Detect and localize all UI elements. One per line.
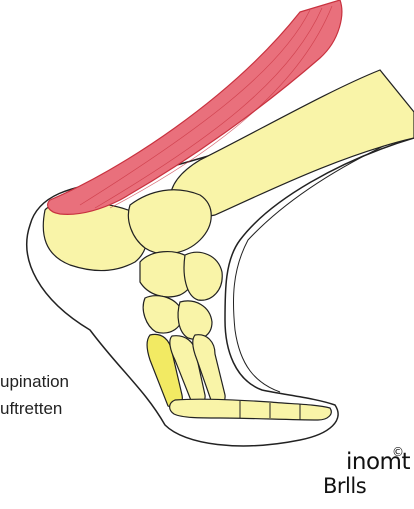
caption-line-2: uftretten xyxy=(0,399,62,419)
caption-line-1: upination xyxy=(0,372,69,392)
copyright-symbol: © xyxy=(392,446,404,458)
logo-text-bottom: Brlls xyxy=(323,476,366,497)
